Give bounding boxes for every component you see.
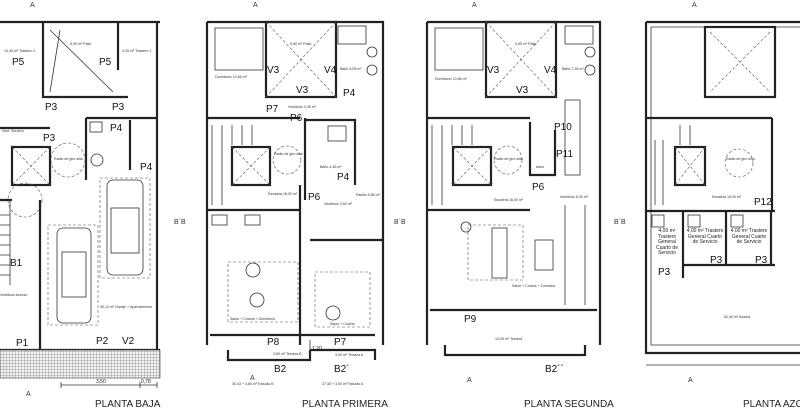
section-mark: A — [253, 2, 258, 9]
room-label: Dormitorio 10,66 m² — [215, 75, 248, 79]
plan-planta-segunda: V3 V4 V3 P10 P11 P6 P9 B2´´ Dormitorio 1… — [425, 2, 626, 410]
room-label: Vestíbulo 3,45 m² — [288, 105, 317, 109]
plan-title: PLANTA BAJA — [95, 399, 161, 410]
room-label: Baño 5,05 m² — [340, 67, 362, 71]
section-mark: B´B — [174, 219, 186, 226]
door-label: P7 — [266, 104, 279, 115]
door-label: B1 — [10, 258, 23, 269]
plan-title: PLANTA PRIMERA — [302, 399, 388, 410]
room-label: 3,80 m² Terraza B — [273, 352, 302, 356]
dimension-label: 1,20 — [312, 346, 322, 352]
room-label: 14,05 m² Terraza — [495, 337, 522, 341]
section-mark: B´B — [394, 219, 406, 226]
room-label: Pasillo 5,56 m² — [356, 193, 381, 197]
dimension-label: 0,78 — [141, 379, 151, 385]
section-mark: A — [30, 2, 35, 9]
plan-planta-baja: P5 P5 P3 P3 P3 P4 P4 P1 P2 V2 B1 10,45 m… — [0, 2, 186, 410]
door-label: P2 — [96, 336, 109, 347]
room-label: Baño 7,28 m² — [562, 67, 584, 71]
room-label: 9,60 m² Patio — [290, 42, 311, 46]
room-label: Baño 4,45 m² — [320, 165, 342, 169]
door-label: P12 — [754, 197, 772, 208]
section-mark: A — [472, 2, 477, 9]
room-label: Escalera 16,00 m² — [268, 192, 298, 196]
door-label: P5 — [99, 57, 112, 68]
room-label: 4,00 m² Trastero General Cuarto de Servi… — [686, 228, 724, 246]
plan-planta-azotea: P12 P3 P3 P3 Radio de giro silla Escaler… — [644, 2, 800, 410]
section-mark: A — [688, 377, 693, 384]
room-label: Salón + Cocina — [330, 322, 354, 326]
room-label: Salón + Cocina + Dormitorio — [230, 317, 275, 321]
door-label: P1 — [16, 338, 29, 349]
door-label: P7 — [334, 337, 347, 348]
room-label: Dormitorio 10,66 m² — [435, 77, 468, 81]
window-label: V3 — [296, 85, 309, 96]
door-label: P9 — [464, 314, 477, 325]
window-label: V3 — [267, 65, 280, 76]
room-label: 30,43 + 3,80 m² Estudio B — [232, 382, 274, 386]
door-label: P4 — [337, 172, 350, 183]
door-label: P6 — [308, 192, 321, 203]
door-label: P10 — [554, 122, 572, 133]
section-mark: A — [692, 2, 697, 9]
room-label: Escalera 16,00 m² — [712, 195, 742, 199]
plan-title: PLANTA AZO — [743, 399, 800, 410]
door-label: P6 — [290, 113, 303, 124]
door-label: V2 — [122, 336, 135, 347]
door-label: P4 — [140, 162, 153, 173]
room-label: 9,90 m² Patio — [70, 42, 91, 46]
plan-title: PLANTA SEGUNDA — [524, 399, 614, 410]
room-label: 10,45 m² Trastero 2 — [4, 49, 35, 53]
plan-planta-primera: V3 V4 V3 P4 P7 P6 P4 P6 P8 P7 B2 B2´ Dor… — [205, 2, 406, 410]
room-label: Vestíbulo 3,50 m² — [324, 202, 353, 206]
room-label: 37,35 + 3,00 m² Estudio A — [322, 382, 364, 386]
balcony-label: B2´ — [334, 363, 350, 375]
room-label: Radio de giro silla — [54, 157, 83, 161]
section-mark: A — [250, 375, 255, 382]
section-mark: A — [467, 377, 472, 384]
room-label: Escalera 16,00 m² — [494, 198, 524, 202]
room-label: 4,00 m² Trastero General Cuarto de Servi… — [730, 228, 768, 246]
window-label: V3 — [487, 65, 500, 76]
room-label: 35,13 m² Garaje + Aparcamiento — [100, 305, 152, 309]
door-label: P6 — [532, 182, 545, 193]
door-label: P3 — [112, 102, 125, 113]
room-label: Aseo — [536, 165, 544, 169]
door-label: P3 — [45, 102, 58, 113]
room-label: Radio de giro silla — [494, 157, 523, 161]
dimension-label: 3,50 — [96, 379, 106, 385]
door-label: P5 — [12, 57, 25, 68]
room-label: 9,60 m² Patio — [515, 42, 536, 46]
door-label: P3 — [710, 255, 723, 266]
section-mark: A — [26, 391, 31, 398]
room-label: 62,40 m² Azotea — [724, 315, 750, 319]
balcony-label: B2 — [274, 364, 287, 375]
room-label: Radio de giro silla — [274, 152, 303, 156]
window-label: V4 — [324, 65, 337, 76]
door-label: P4 — [343, 88, 356, 99]
section-mark: B´B — [614, 219, 626, 226]
door-label: P3 — [43, 133, 56, 144]
door-label: P3 — [755, 255, 768, 266]
room-label: Vestíbulo 8,30 m² — [560, 195, 589, 199]
balcony-label: B2´´ — [545, 363, 564, 375]
door-label: P3 — [658, 267, 671, 278]
room-label: Radio de giro silla — [726, 157, 755, 161]
window-label: V4 — [544, 65, 557, 76]
window-label: V3 — [516, 85, 529, 96]
room-label: Vest. Servicio — [2, 129, 24, 133]
room-label: 4,25 m² Trastero 1 — [122, 49, 151, 53]
door-label: P11 — [556, 149, 573, 160]
door-label: P4 — [110, 123, 123, 134]
door-label: P8 — [267, 337, 280, 348]
room-label: 4,00 m² Trastero General Cuarto de Servi… — [656, 228, 678, 257]
room-label: Vestíbulo Acceso — [0, 293, 27, 297]
room-label: 3,00 m² Terraza A — [335, 353, 364, 357]
room-label: Salón + Cocina + Comedor — [512, 284, 556, 288]
